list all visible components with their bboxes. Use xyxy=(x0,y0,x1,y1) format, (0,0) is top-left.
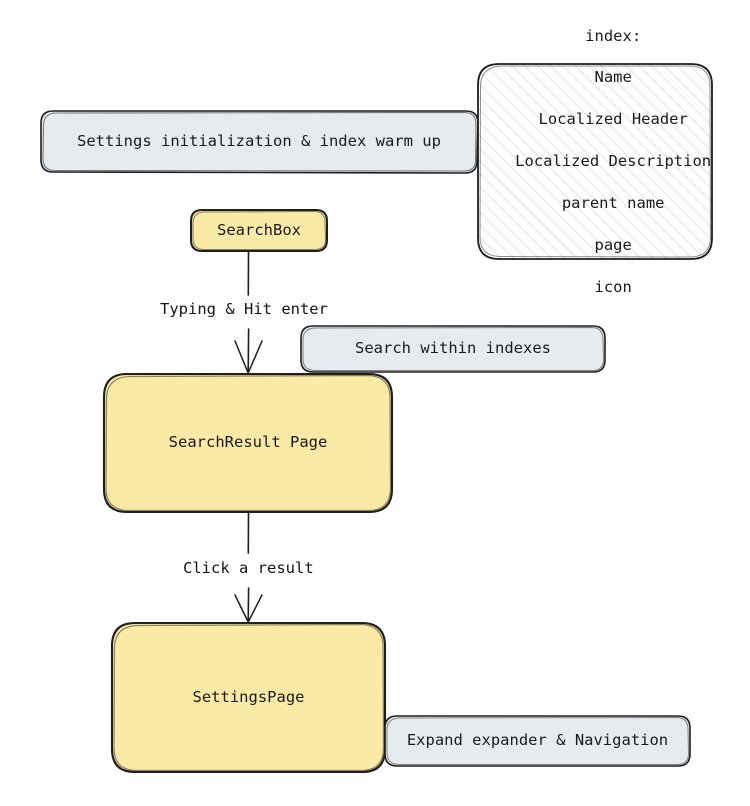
settingspage-shape[interactable] xyxy=(110,621,387,774)
note-settings-initialization[interactable]: Settings initialization & index warm up xyxy=(40,110,478,172)
index-line-1: Name xyxy=(594,68,632,87)
index-line-5: page xyxy=(594,235,632,254)
index-line-2: Localized Header xyxy=(538,110,688,129)
note-settings-initialization-label: Settings initialization & index warm up xyxy=(77,131,441,150)
note-search-within-indexes[interactable]: Search within indexes xyxy=(301,325,605,372)
node-settings-page[interactable]: SettingsPage xyxy=(112,622,385,772)
note-search-within-indexes-label: Search within indexes xyxy=(355,339,551,358)
node-searchbox-label: SearchBox xyxy=(217,220,301,239)
node-searchresult-page-label: SearchResult Page xyxy=(168,433,328,452)
searchbox-shape[interactable] xyxy=(190,209,328,252)
node-settings-page-label: SettingsPage xyxy=(192,687,305,706)
node-searchresult-page[interactable]: SearchResult Page xyxy=(104,373,392,512)
index-line-4: parent name xyxy=(561,193,665,212)
searchresult-shape[interactable] xyxy=(102,372,394,514)
index-line-0: index: xyxy=(585,26,642,45)
node-searchbox[interactable]: SearchBox xyxy=(191,209,327,251)
edge-label-click-a-result: Click a result xyxy=(183,559,314,577)
search-within-shape[interactable] xyxy=(300,325,606,373)
expand-shape[interactable] xyxy=(384,715,691,767)
index-line-6: icon xyxy=(594,277,632,296)
note-expand-expander-navigation[interactable]: Expand expander & Navigation xyxy=(385,715,690,766)
edge-label-typing-hit-enter: Typing & Hit enter xyxy=(160,300,328,318)
note-expand-expander-navigation-label: Expand expander & Navigation xyxy=(406,731,669,750)
edge-searchbox-to-searchresult xyxy=(234,251,263,374)
note-index-fields-label: index: Name Localized Header Localized D… xyxy=(478,5,711,319)
index-line-3: Localized Description xyxy=(515,152,712,171)
edge-searchresult-to-settingspage xyxy=(234,511,263,623)
note-index-fields[interactable]: index: Name Localized Header Localized D… xyxy=(477,27,712,296)
settings-init-shape[interactable] xyxy=(40,110,479,174)
index-shape[interactable] xyxy=(477,63,713,260)
